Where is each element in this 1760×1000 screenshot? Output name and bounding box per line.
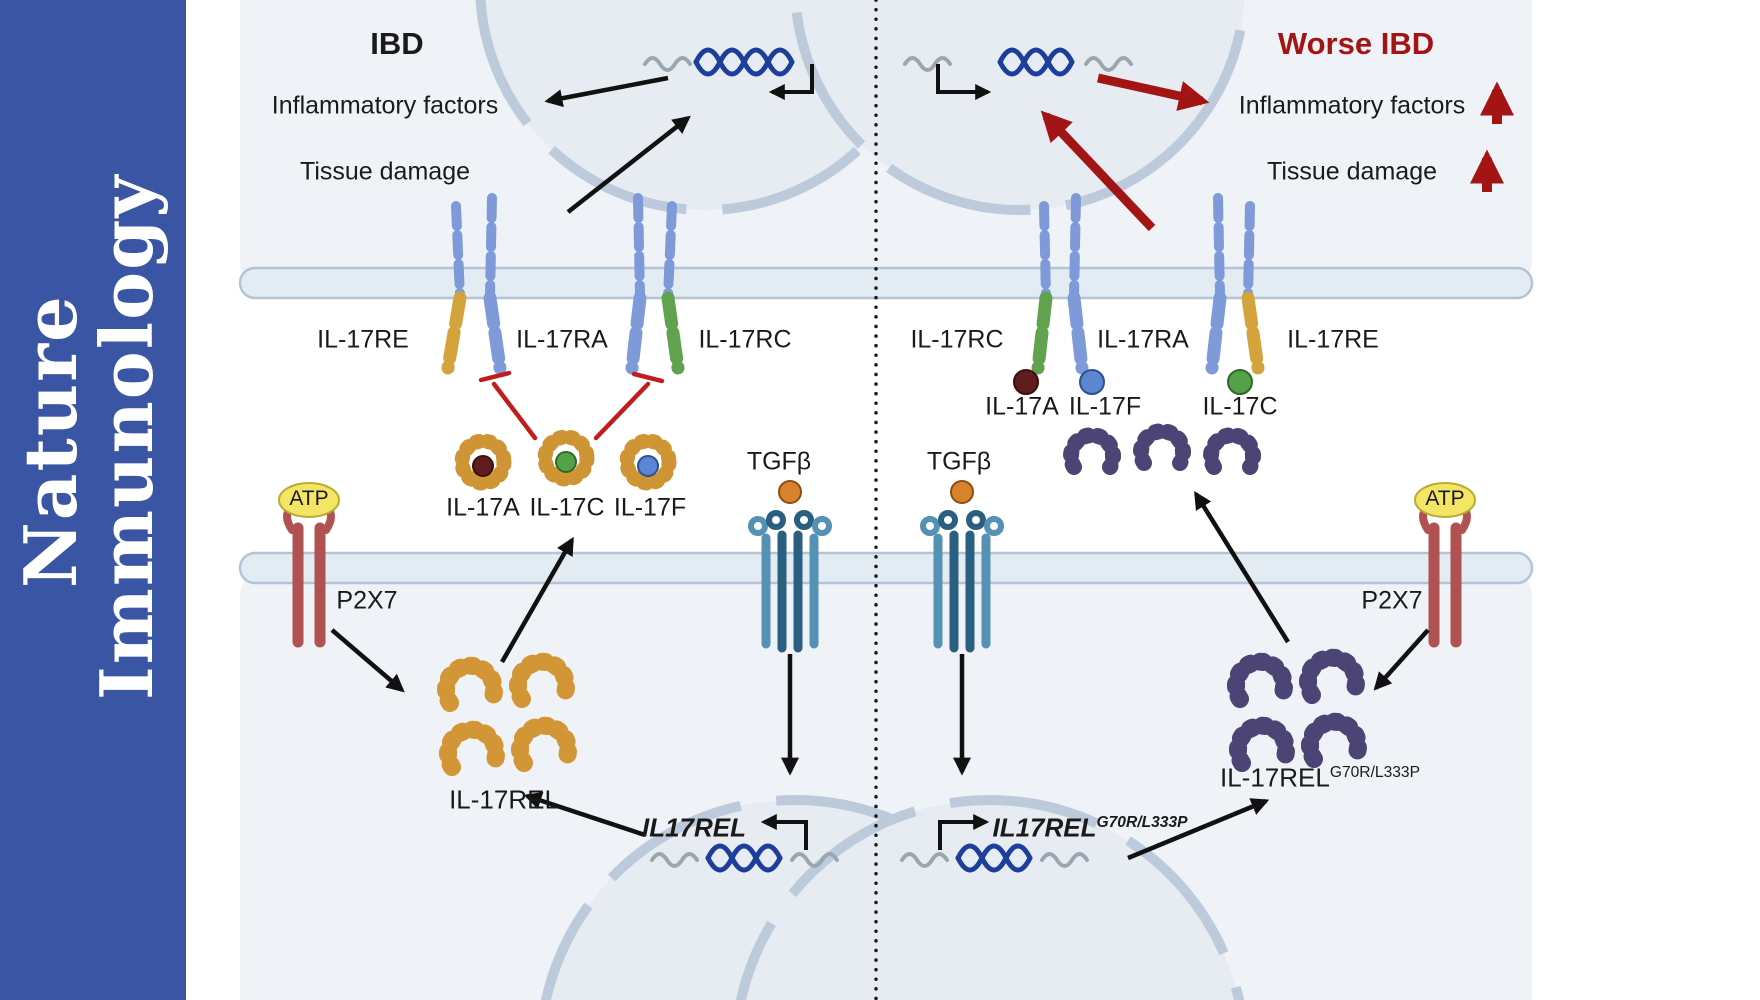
tgfb-label-left: TGFβ <box>746 447 812 476</box>
signal-arrows <box>330 75 1430 861</box>
il17c-label-right: IL-17C <box>1202 392 1278 421</box>
transcription-arrow-top-right <box>936 64 992 100</box>
il17rel-protein-label: IL-17REL <box>449 784 559 815</box>
protein-label-base: IL-17REL <box>1219 762 1330 793</box>
journal-name-line2: Immunology <box>84 173 169 700</box>
il17re-label-left: IL-17RE <box>317 325 409 354</box>
il17ra-label-right: IL-17RA <box>1097 325 1189 354</box>
il17re-il17ra-receptor-icon <box>441 193 507 375</box>
dna-icon <box>643 47 795 77</box>
transcription-arrow-bottom-left <box>760 814 808 850</box>
il17a-label-left: IL-17A <box>446 493 520 522</box>
il17f-cytokine-icon <box>619 433 677 491</box>
gene-label-base: IL17REL <box>992 812 1097 843</box>
top-cell-membrane <box>238 266 1534 300</box>
inflammatory-factors-label-right: Inflammatory factors <box>1238 91 1466 120</box>
tgfb-ligand-icon <box>950 480 974 504</box>
atp-label-right: ATP <box>1425 487 1465 510</box>
p2x7-label-left: P2X7 <box>336 586 398 615</box>
il17c-bound-icon <box>1227 369 1253 395</box>
atp-icon <box>1414 482 1476 518</box>
il17rel-mutant-row-icon <box>1063 423 1261 475</box>
tgfb-label-right: TGFβ <box>926 447 992 476</box>
il17re-label-right: IL-17RE <box>1287 325 1379 354</box>
nuclear-envelope-icon <box>790 0 1250 215</box>
il17rc-label-left: IL-17RC <box>698 325 792 354</box>
top-cell-body <box>238 0 1534 300</box>
il17ra-label-left: IL-17RA <box>516 325 608 354</box>
il17rc-il17ra-receptor-icon <box>1031 193 1089 375</box>
tgfb-receptor-icon <box>920 510 1004 653</box>
bottom-cell-membrane <box>238 551 1534 585</box>
il17ra-il17re-receptor-icon <box>1205 193 1265 375</box>
il17a-label-right: IL-17A <box>985 392 1059 421</box>
il17rel-mutant-cluster-icon <box>1227 648 1367 772</box>
right-panel-title: Worse IBD <box>1277 26 1435 61</box>
il17rc-label-right: IL-17RC <box>910 325 1004 354</box>
p2x7-label-right: P2X7 <box>1361 586 1423 615</box>
dna-icon <box>650 843 839 873</box>
il17ra-il17rc-receptor-icon <box>625 193 685 375</box>
journal-name-line1: Nature <box>8 294 93 588</box>
il17rel-gene-label: IL17REL <box>641 812 747 843</box>
il17a-cytokine-icon <box>454 433 512 491</box>
inhibition-lines <box>478 370 665 441</box>
il17f-label-left: IL-17F <box>613 493 687 522</box>
dna-icon <box>903 47 1133 77</box>
protein-label-sup: G70R/L333P <box>1329 763 1421 781</box>
transcription-arrow-bottom-right <box>938 814 990 850</box>
tissue-damage-label-left: Tissue damage <box>300 157 470 186</box>
atp-icon <box>278 482 340 518</box>
tissue-damage-label-right: Tissue damage <box>1267 157 1437 186</box>
inflammatory-factors-label-left: Inflammatory factors <box>271 91 499 120</box>
il17f-label-right: IL-17F <box>1068 392 1142 421</box>
nuclear-envelope-icon <box>535 795 1055 1000</box>
nucleus-bottom-right <box>741 800 1239 1000</box>
gene-label-sup: G70R/L333P <box>1096 813 1188 831</box>
il17c-label-left: IL-17C <box>529 493 605 522</box>
il17rel-mutant-protein-label: IL-17RELG70R/L333P <box>1220 763 1420 794</box>
journal-banner: Nature Immunology <box>0 0 186 1000</box>
il17f-bound-icon <box>1079 369 1105 395</box>
tgfb-receptor-icon <box>748 510 832 653</box>
il17rel-mutant-gene-label: IL17RELG70R/L333P <box>992 813 1187 844</box>
dna-icon <box>900 843 1089 873</box>
nucleus-top-right <box>795 0 1245 210</box>
atp-label-left: ATP <box>289 487 329 510</box>
left-panel-title: IBD <box>370 26 424 61</box>
transcription-arrow-top-left <box>768 64 814 100</box>
worse-signal-arrows <box>1040 73 1515 232</box>
il17rel-cluster-icon <box>437 652 577 776</box>
il17a-bound-icon <box>1013 369 1039 395</box>
tgfb-ligand-icon <box>778 480 802 504</box>
il17c-cytokine-icon <box>537 429 595 487</box>
